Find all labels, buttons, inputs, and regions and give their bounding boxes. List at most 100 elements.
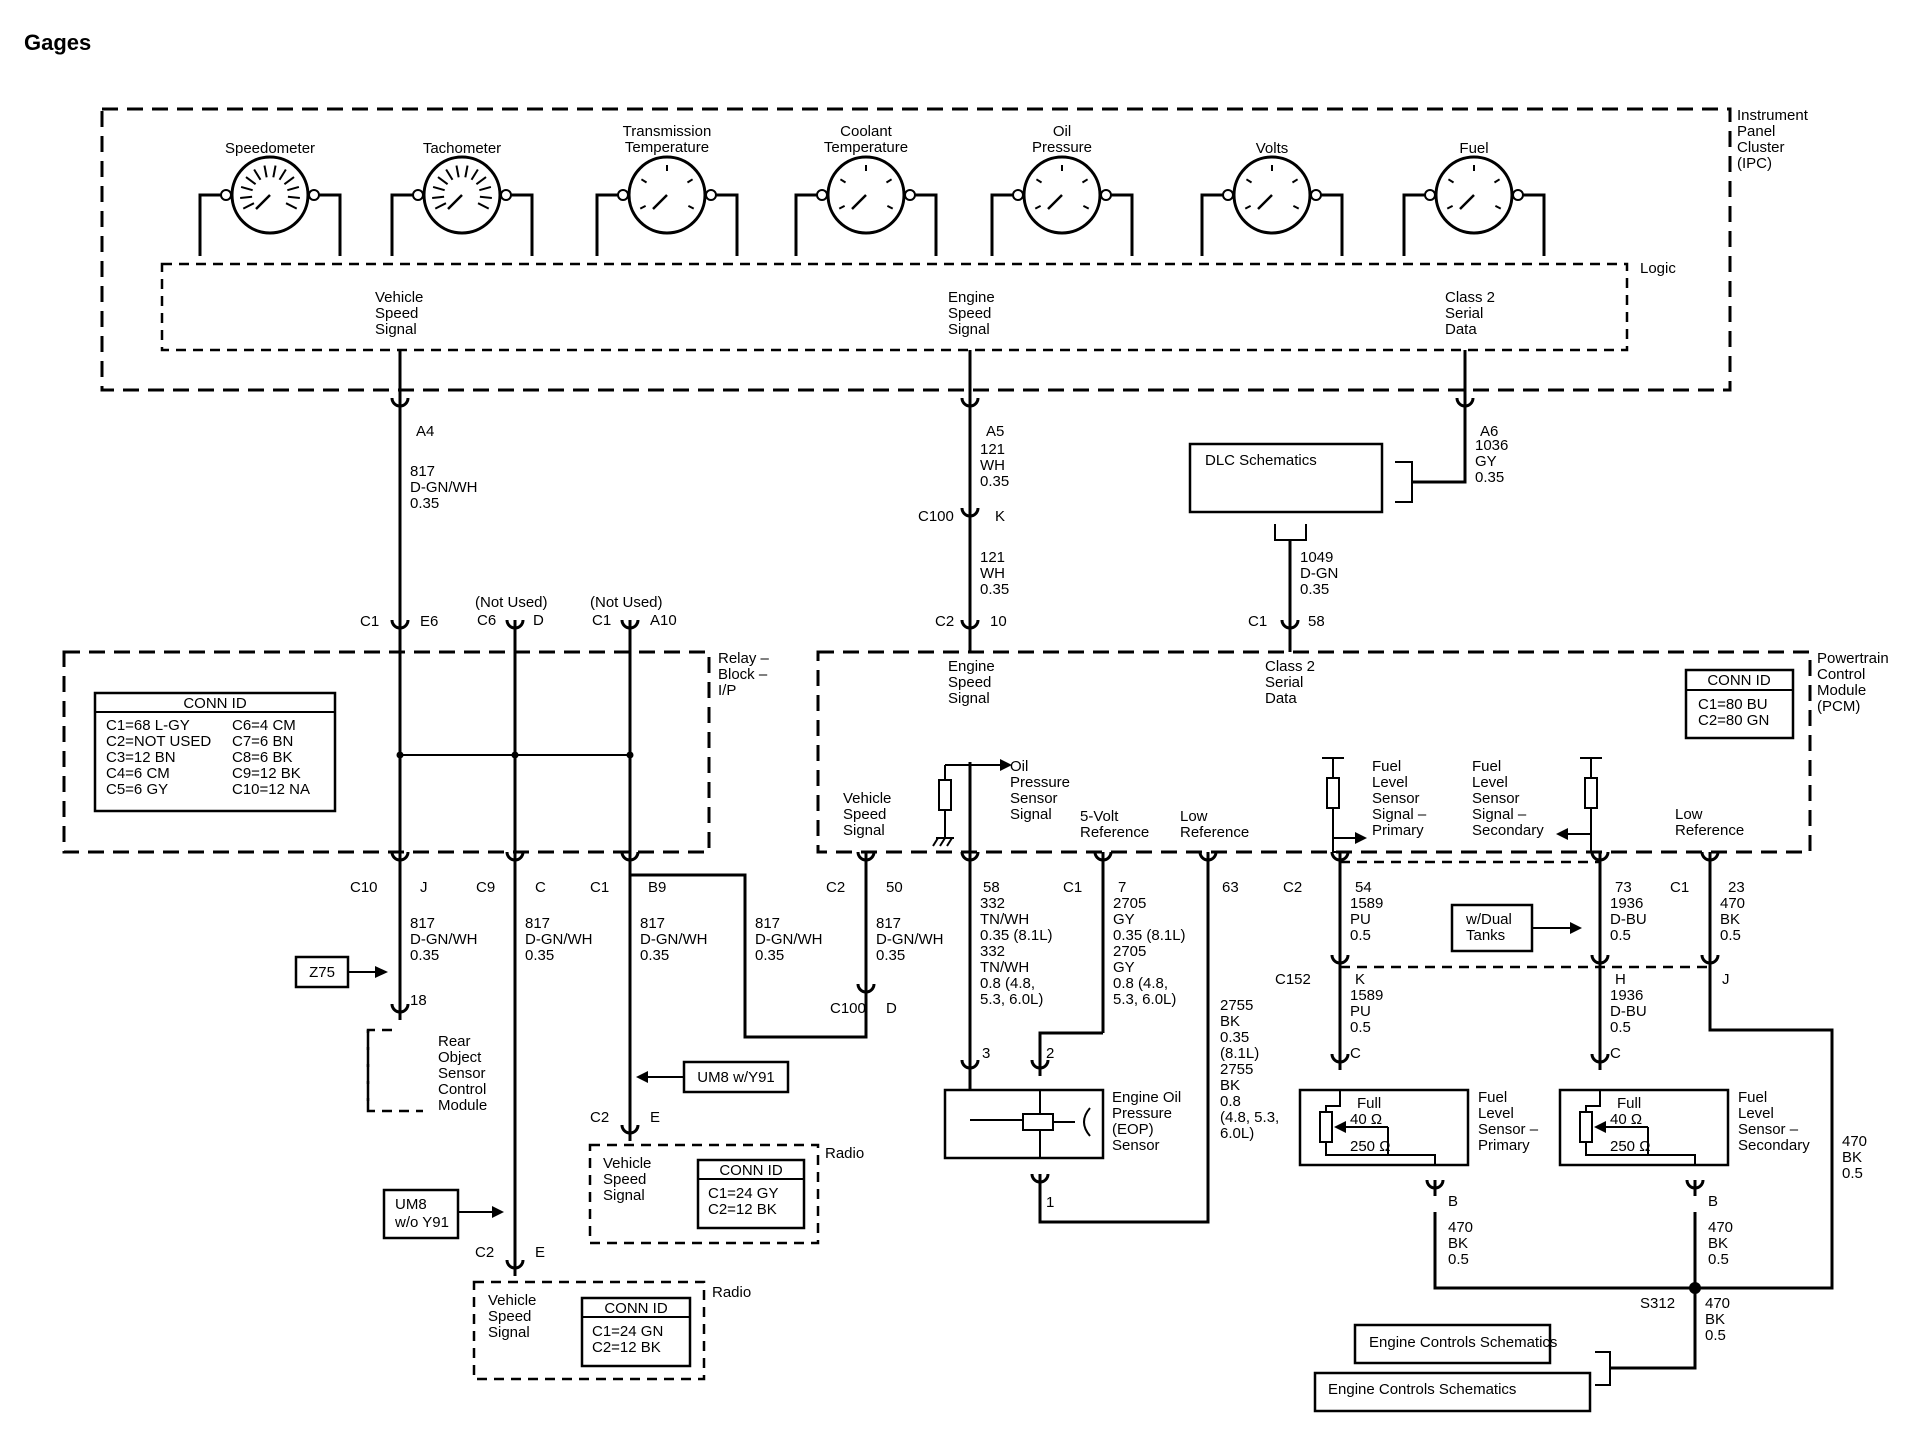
connector-cup bbox=[620, 851, 640, 868]
pcm-fuel-p-4: Signal – bbox=[1372, 806, 1427, 823]
gauge-7: Fuel bbox=[1402, 140, 1546, 256]
wire-label-w121_top: 0.35 bbox=[980, 473, 1009, 490]
connector-cup bbox=[1330, 1053, 1350, 1070]
um8-y91-ref: UM8 w/Y91 bbox=[636, 1060, 790, 1094]
radio1-conn-c1: C1=24 GY bbox=[708, 1185, 778, 1202]
radio1-conn-c2: C2=12 BK bbox=[708, 1201, 777, 1218]
wire-label-w1049: 1049 bbox=[1300, 549, 1333, 566]
relay-conn-c3: C3=12 BN bbox=[106, 749, 176, 766]
connector-cup bbox=[1425, 1179, 1445, 1196]
gauge-1: Speedometer bbox=[198, 140, 342, 256]
wire-label-w470_b: BK bbox=[1448, 1235, 1468, 1252]
wire-label-w2705: GY bbox=[1113, 911, 1135, 928]
ipc-label-3: Cluster bbox=[1737, 139, 1785, 156]
wire-label-w2755: BK bbox=[1220, 1013, 1240, 1030]
connector-cup bbox=[1330, 954, 1350, 971]
connector-cup bbox=[1455, 397, 1475, 414]
pin-a5: A5 bbox=[986, 423, 1004, 440]
conn-c2-54: C2 bbox=[1283, 879, 1302, 896]
pcm-vss-3: Signal bbox=[843, 822, 885, 839]
wire-label-w121_bot: 121 bbox=[980, 549, 1005, 566]
pin-a10: A10 bbox=[650, 612, 677, 629]
pin-c: C bbox=[535, 879, 546, 896]
pin-54: 54 bbox=[1355, 879, 1372, 896]
not-used-2: (Not Used) bbox=[590, 594, 663, 611]
pin-h: H bbox=[1615, 971, 1626, 988]
wire-label-w2755: (4.8, 5.3, bbox=[1220, 1109, 1279, 1126]
pin-k: K bbox=[995, 508, 1005, 525]
wire-label-w1036: GY bbox=[1475, 453, 1497, 470]
wire-label-w817_j: 0.35 bbox=[410, 947, 439, 964]
gauge-label: Oil bbox=[1053, 123, 1071, 140]
relay-conn-c10: C10=12 NA bbox=[232, 781, 310, 798]
wire-label-w817_d: 0.35 bbox=[755, 947, 784, 964]
pin-j2: J bbox=[1722, 971, 1730, 988]
pcm-ess-3: Signal bbox=[948, 690, 990, 707]
connector-cup bbox=[1700, 851, 1720, 868]
wire-label-w2705: 5.3, 6.0L) bbox=[1113, 991, 1176, 1008]
connector-cup bbox=[390, 1003, 410, 1020]
radio-2: Radio Vehicle Speed Signal CONN ID C1=24… bbox=[472, 1280, 751, 1381]
pcm-label-1: Powertrain bbox=[1817, 650, 1889, 667]
engine-controls-refs: Engine Controls Schematics Engine Contro… bbox=[1313, 1323, 1611, 1413]
pin-3: 3 bbox=[982, 1045, 990, 1062]
wire-label-w470_d: 0.5 bbox=[1705, 1327, 1726, 1344]
pin-2: 2 bbox=[1046, 1045, 1054, 1062]
radio1-sig-1: Vehicle bbox=[603, 1155, 651, 1172]
pcm-class2-3: Data bbox=[1265, 690, 1297, 707]
ipc-label-4: (IPC) bbox=[1737, 155, 1772, 172]
pin-e1: E bbox=[650, 1109, 660, 1126]
pcm-lowref2-2: Reference bbox=[1675, 822, 1744, 839]
wire-label-w817_j: D-GN/WH bbox=[410, 931, 478, 948]
pcm-fuel-s-3: Sensor bbox=[1472, 790, 1520, 807]
fuel-level-sensor-secondary: Full 40 Ω 250 Ω Fuel Level Sensor – Seco… bbox=[1558, 1088, 1810, 1167]
wire-label-w817_c: 0.35 bbox=[525, 947, 554, 964]
relay-block-label-3: I/P bbox=[718, 682, 736, 699]
pin-d2: D bbox=[886, 1000, 897, 1017]
pin-58b: 58 bbox=[983, 879, 1000, 896]
gauge-label: Tachometer bbox=[423, 140, 501, 157]
pin-a4: A4 bbox=[416, 423, 434, 440]
not-used-1: (Not Used) bbox=[475, 594, 548, 611]
connector-cup bbox=[1590, 1053, 1610, 1070]
wire-labels: 817D-GN/WH0.35121WH0.35121WH0.351036GY0.… bbox=[410, 437, 1867, 1344]
relay-conn-c4: C4=6 CM bbox=[106, 765, 170, 782]
connector-cup bbox=[1700, 954, 1720, 971]
wire-label-w1589_b: 1589 bbox=[1350, 987, 1383, 1004]
gauge-6: Volts bbox=[1200, 140, 1344, 256]
fuel-s-label-2: Level bbox=[1738, 1105, 1774, 1122]
wire-label-w470_d: BK bbox=[1705, 1311, 1725, 1328]
rear-object-1: Rear bbox=[438, 1033, 471, 1050]
dual-tanks-ref: w/Dual Tanks bbox=[1450, 903, 1582, 953]
pcm-fuel-s-4: Signal – bbox=[1472, 806, 1527, 823]
connector-cup bbox=[620, 619, 640, 636]
wire-label-w470_c: 0.5 bbox=[1708, 1251, 1729, 1268]
conn-c2-10: C2 bbox=[935, 613, 954, 630]
pin-7: 7 bbox=[1118, 879, 1126, 896]
connector-cup bbox=[960, 851, 980, 868]
wire-label-w121_bot: 0.35 bbox=[980, 581, 1009, 598]
pcm-lowref2-1: Low bbox=[1675, 806, 1703, 823]
wire-label-w817_b9: D-GN/WH bbox=[640, 931, 708, 948]
pcm-class2-1: Class 2 bbox=[1265, 658, 1315, 675]
pcm-conn-id-box bbox=[1684, 668, 1795, 740]
radio1-sig-3: Signal bbox=[603, 1187, 645, 1204]
wire-label-w121_top: WH bbox=[980, 457, 1005, 474]
pin-63: 63 bbox=[1222, 879, 1239, 896]
fuel-s-full: Full bbox=[1617, 1095, 1641, 1112]
connector-cup bbox=[505, 1259, 525, 1276]
pin-b-1: B bbox=[1448, 1193, 1458, 1210]
pcm-5v-1: 5-Volt bbox=[1080, 808, 1119, 825]
conn-c9: C9 bbox=[476, 879, 495, 896]
relay-block: Relay – Block – I/P CONN ID C1=68 L-GY C… bbox=[62, 650, 770, 854]
connector-cup bbox=[960, 507, 980, 524]
connector-cup bbox=[390, 619, 410, 636]
wire-label-w1936_a: D-BU bbox=[1610, 911, 1647, 928]
wire-label-w1936_b: D-BU bbox=[1610, 1003, 1647, 1020]
wire-label-w332: TN/WH bbox=[980, 911, 1029, 928]
radio2-label: Radio bbox=[712, 1284, 751, 1301]
dlc-schematics-ref: DLC Schematics bbox=[1188, 442, 1413, 541]
